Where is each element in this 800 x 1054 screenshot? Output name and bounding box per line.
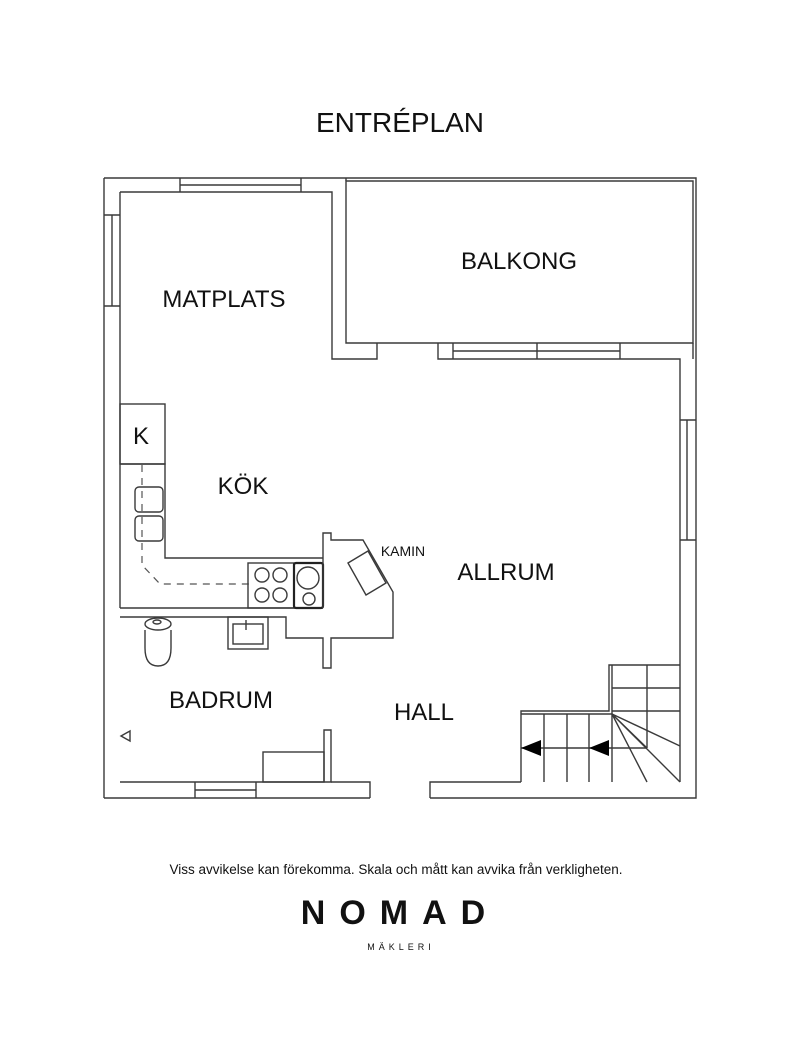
room-label-hall: HALL — [394, 699, 454, 726]
fridge-label: K — [133, 423, 149, 450]
bathroom — [119, 616, 521, 798]
staircase — [520, 664, 681, 783]
logo-tagline: MÄKLERI — [367, 942, 435, 952]
walls — [103, 177, 697, 799]
door-marker-icon — [119, 729, 131, 743]
arrow-left-icon — [589, 740, 609, 756]
room-label-balkong: BALKONG — [461, 248, 577, 275]
sink-basin — [134, 515, 164, 542]
logo-name: NOMAD — [301, 894, 499, 932]
sink-basin — [134, 486, 164, 513]
room-label-matplats: MATPLATS — [162, 286, 285, 313]
arrow-left-icon — [521, 740, 541, 756]
fireplace-wall — [120, 532, 394, 669]
toilet — [144, 617, 172, 631]
cooktop — [292, 561, 325, 610]
stove — [247, 562, 295, 609]
disclaimer: Viss avvikelse kan förekomma. Skala och … — [170, 862, 623, 877]
room-label-kok: KÖK — [218, 473, 269, 500]
kitchen — [119, 403, 325, 610]
windows — [104, 178, 696, 798]
room-label-allrum: ALLRUM — [457, 559, 554, 586]
room-label-badrum: BADRUM — [169, 687, 273, 714]
fireplace-label: KAMIN — [381, 543, 425, 559]
fireplace — [347, 550, 387, 596]
plan-title: ENTRÉPLAN — [316, 107, 484, 138]
